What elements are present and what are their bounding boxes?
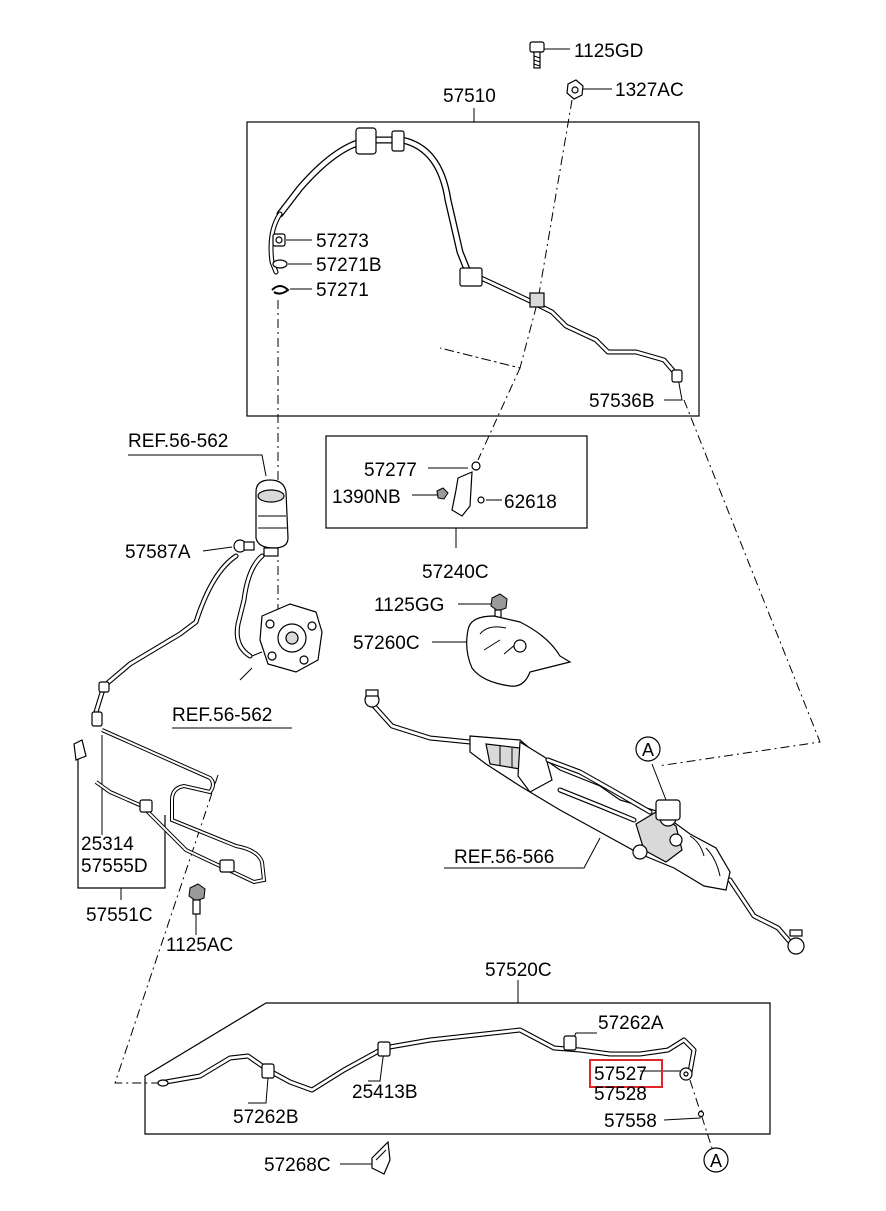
callout-a-rack-label: A bbox=[642, 740, 654, 760]
dashed-reference-lines bbox=[114, 99, 821, 1149]
leader-lines bbox=[101, 48, 703, 1165]
label-57551c[interactable]: 57551C bbox=[86, 905, 153, 926]
bolt-1125ac-part bbox=[188, 883, 206, 915]
label-57587a[interactable]: 57587A bbox=[125, 542, 191, 563]
cover-57260c-part bbox=[466, 615, 572, 687]
cooler-tube-57551c-part bbox=[73, 728, 267, 885]
label-57277[interactable]: 57277 bbox=[364, 460, 417, 481]
label-57527[interactable]: 57527 bbox=[594, 1064, 647, 1085]
bolt-1125gd-part bbox=[529, 41, 545, 69]
bracket-57268c-part bbox=[371, 1140, 391, 1175]
label-25413b[interactable]: 25413B bbox=[352, 1082, 418, 1103]
label-57260c[interactable]: 57260C bbox=[353, 633, 420, 654]
callout-a-bottom-label: A bbox=[710, 1151, 722, 1171]
label-57273[interactable]: 57273 bbox=[316, 231, 369, 252]
clamp-57527-part bbox=[679, 1067, 693, 1081]
label-57262b[interactable]: 57262B bbox=[233, 1107, 299, 1128]
label-57271b[interactable]: 57271B bbox=[316, 255, 382, 276]
highlight-box-57527 bbox=[589, 1059, 663, 1088]
washer-57271b-part bbox=[272, 259, 288, 269]
label-1390nb[interactable]: 1390NB bbox=[332, 487, 401, 508]
plug-57558-part bbox=[697, 1110, 705, 1118]
reservoir-part bbox=[255, 479, 289, 557]
label-57240c[interactable]: 57240C bbox=[422, 562, 489, 583]
fitting-57273-part bbox=[272, 233, 286, 247]
label-57268c[interactable]: 57268C bbox=[264, 1155, 331, 1176]
label-ref-56-562-reservoir[interactable]: REF.56-562 bbox=[128, 431, 228, 452]
callout-a-bottom-circle bbox=[703, 1147, 729, 1173]
return-tube-57520c-part bbox=[157, 1027, 697, 1093]
part-number-labels: 1125GD 1327AC 57510 57273 57271B 57271 5… bbox=[81, 41, 684, 1176]
steering-gear-box-part bbox=[364, 689, 805, 955]
label-ref-56-566[interactable]: REF.56-566 bbox=[454, 847, 554, 868]
label-57510[interactable]: 57510 bbox=[443, 86, 496, 107]
label-57520c[interactable]: 57520C bbox=[485, 960, 552, 981]
callout-a-rack-circle bbox=[635, 736, 661, 762]
label-62618[interactable]: 62618 bbox=[504, 492, 557, 513]
pump-assembly-part bbox=[234, 553, 323, 673]
label-ref-56-562-pump[interactable]: REF.56-562 bbox=[172, 705, 272, 726]
label-1327ac[interactable]: 1327AC bbox=[615, 80, 684, 101]
label-57271[interactable]: 57271 bbox=[316, 280, 369, 301]
label-57558[interactable]: 57558 bbox=[604, 1111, 657, 1132]
label-1125gg[interactable]: 1125GG bbox=[374, 595, 444, 616]
bracket-assembly-frame bbox=[325, 435, 588, 529]
label-57262a[interactable]: 57262A bbox=[598, 1013, 664, 1034]
label-57555d[interactable]: 57555D bbox=[81, 856, 148, 877]
label-1125ac[interactable]: 1125AC bbox=[166, 935, 233, 956]
label-57528[interactable]: 57528 bbox=[594, 1084, 647, 1105]
label-57536b[interactable]: 57536B bbox=[589, 391, 655, 412]
hose-assembly-frame bbox=[246, 121, 700, 417]
return-tube-left-part bbox=[91, 553, 239, 727]
label-25314[interactable]: 25314 bbox=[81, 834, 134, 855]
clip-57271-part bbox=[271, 285, 290, 295]
nut-1327ac-part bbox=[566, 79, 584, 100]
pressure-hose-57510-part bbox=[268, 127, 683, 383]
clamp-57587a-part bbox=[233, 539, 255, 553]
bracket-57240c-part bbox=[436, 461, 485, 517]
label-1125gd[interactable]: 1125GD bbox=[574, 41, 643, 62]
